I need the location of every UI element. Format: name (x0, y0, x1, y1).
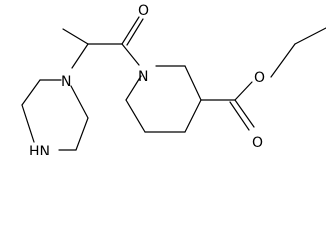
piperazine-n-label: N (61, 74, 71, 90)
bond-ester-co-2 (229, 101, 250, 131)
amide-carbonyl-o-label: O (138, 3, 149, 19)
atom-labels: N HN N O O O (29, 3, 265, 155)
molecule-drawing: N HN N O O O (21, 3, 326, 155)
bond-pz-6 (70, 85, 89, 119)
bonds (21, 16, 326, 151)
bond-ethyl (294, 27, 326, 45)
bond-methyl (62, 28, 89, 45)
bond-o-to-ethyl (270, 43, 296, 78)
piperazine-nh-label: HN (29, 144, 50, 155)
bond-ester-co-1 (234, 99, 255, 128)
ester-carbonyl-o-label: O (252, 135, 263, 151)
bond-amide-co-2 (126, 18, 144, 46)
structure-diagram: N HN N O O O (21, 3, 326, 155)
bond-amide-co-1 (121, 16, 140, 45)
bond-ester-to-o (234, 81, 253, 101)
bond-pz-3 (21, 104, 35, 143)
bond-pip-2 (184, 65, 202, 101)
bond-chiral-to-piperazine (71, 43, 89, 69)
bond-pz-5 (75, 117, 89, 151)
bond-pip-3 (184, 99, 202, 133)
bond-pip-6 (125, 75, 142, 101)
bond-pz-2 (21, 79, 41, 106)
bond-pip-5 (125, 99, 146, 133)
bond-carbonyl-to-n (121, 43, 140, 66)
ester-o-label: O (254, 70, 265, 86)
amide-n-label: N (138, 69, 148, 85)
